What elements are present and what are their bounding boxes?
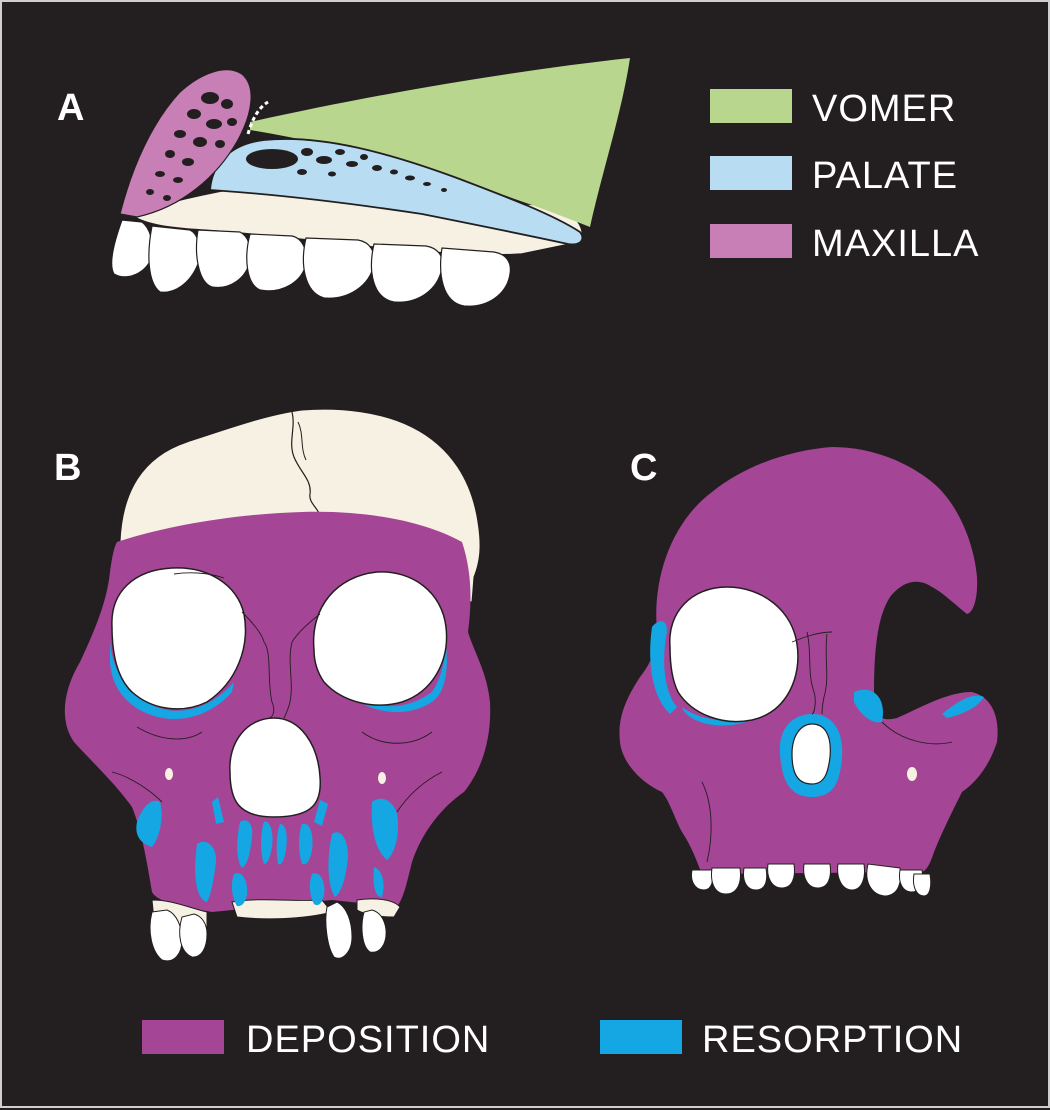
vomer-suture-dashed (246, 100, 269, 135)
tooth (440, 247, 511, 307)
legend-swatch-maxilla (710, 224, 792, 258)
tooth (325, 901, 353, 959)
legend-top: VOMER PALATE MAXILLA (710, 88, 980, 265)
legend-label-palate: PALATE (812, 155, 958, 197)
tooth (803, 863, 831, 889)
c-orbit-resorption (650, 621, 677, 714)
c-orbit (669, 586, 799, 723)
tooth (246, 233, 307, 292)
legend-label-resorption: RESORPTION (702, 1019, 963, 1061)
tooth (195, 229, 252, 289)
tooth (110, 219, 154, 278)
tooth (743, 867, 768, 891)
left-orbit (111, 567, 247, 710)
tooth (149, 909, 183, 962)
skull-frontal-view (64, 408, 491, 962)
palate-cross-section (110, 58, 630, 307)
tooth (361, 909, 387, 953)
panel-c-letter: C (630, 447, 657, 489)
tooth (691, 869, 714, 891)
legend-swatch-deposition (142, 1020, 224, 1054)
skull-juvenile-view (619, 447, 998, 897)
tooth (767, 863, 795, 889)
infraorbital-foramen-right (378, 772, 386, 784)
tooth (866, 863, 901, 897)
palate-shape (209, 138, 584, 246)
palate-cavities (246, 148, 447, 192)
facial-sutures (111, 572, 443, 813)
c-nasal-aperture (791, 723, 831, 785)
tooth (711, 867, 741, 895)
maxilla-shape (119, 69, 252, 218)
legend-swatch-palate (710, 156, 792, 190)
tooth (302, 237, 375, 299)
tooth (913, 873, 932, 897)
nasal-aperture (229, 717, 322, 818)
nasal-resorption (212, 797, 328, 826)
infraorbital-foramen-left (165, 768, 173, 780)
legend-bottom: DEPOSITION RESORPTION (142, 1019, 963, 1061)
panel-a-letter: A (57, 87, 84, 129)
skull-b-teeth (149, 901, 387, 962)
legend-label-vomer: VOMER (812, 88, 956, 130)
tooth (370, 243, 443, 303)
upper-teeth-row (110, 219, 511, 307)
legend-swatch-resorption (600, 1020, 682, 1054)
c-infraorbital-foramen (907, 767, 917, 781)
legend-label-maxilla: MAXILLA (812, 223, 980, 265)
vomer-shape (250, 58, 630, 227)
c-facial-sutures (701, 631, 953, 863)
right-orbit (312, 571, 448, 706)
tooth (148, 225, 201, 293)
maxillary-resorption-streaks (136, 798, 398, 907)
legend-label-deposition: DEPOSITION (246, 1019, 490, 1061)
cranium-crack (291, 411, 321, 521)
skull-c-teeth (691, 863, 932, 897)
left-orbit-resorption (110, 642, 234, 719)
maxilla-cavities (146, 92, 237, 201)
tooth (179, 913, 208, 958)
face-c-deposition-area (619, 447, 998, 874)
panel-b-letter: B (54, 447, 81, 489)
legend-swatch-vomer (710, 89, 792, 123)
tooth (837, 863, 865, 891)
